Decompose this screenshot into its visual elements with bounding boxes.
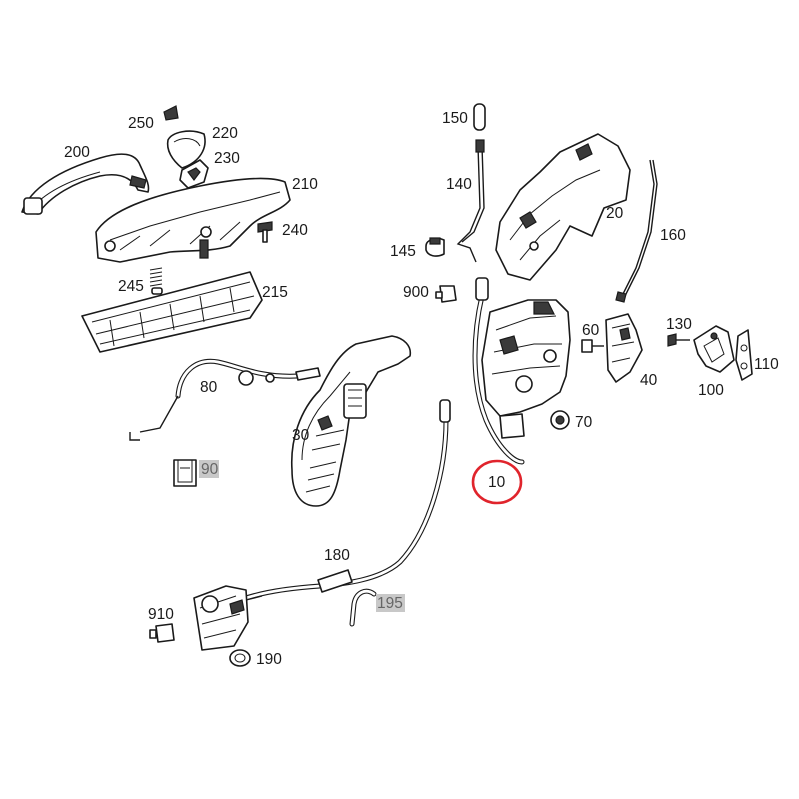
- label-10: 10: [488, 474, 506, 491]
- part-100-striker: [693, 325, 735, 373]
- part-90-clip: [173, 459, 197, 487]
- part-20-lock-cover: [495, 133, 631, 281]
- label-70: 70: [575, 414, 593, 431]
- label-195: 195: [377, 595, 403, 612]
- label-100: 100: [698, 382, 724, 399]
- part-245-spring: [149, 267, 163, 295]
- label-215: 215: [262, 284, 288, 301]
- part-910-connector: [149, 623, 175, 643]
- label-140: 140: [446, 176, 472, 193]
- label-195-background: [376, 594, 405, 612]
- label-150: 150: [442, 110, 468, 127]
- label-190: 190: [256, 651, 282, 668]
- part-70-cap: [550, 410, 570, 430]
- label-250: 250: [128, 115, 154, 132]
- part-110-shim: [735, 329, 753, 381]
- part-30-lock-carrier: [290, 335, 412, 507]
- label-90-background: [199, 460, 219, 478]
- part-80-cable: [129, 358, 321, 441]
- part-910-actuator: [193, 585, 263, 651]
- label-40: 40: [640, 372, 658, 389]
- label-20: 20: [606, 205, 624, 222]
- label-80: 80: [200, 379, 218, 396]
- label-110: 110: [754, 356, 779, 373]
- label-30: 30: [292, 427, 310, 444]
- part-160-rod: [615, 159, 658, 303]
- part-190-grommet: [229, 649, 251, 667]
- part-labels: 250 220 200 230 210 240 245 215 80 90 30…: [64, 110, 779, 668]
- label-240: 240: [282, 222, 308, 239]
- part-40-bracket: [605, 313, 643, 383]
- part-220-handle-cover: [166, 130, 206, 169]
- part-200-door-handle: [21, 153, 150, 215]
- part-140-lock-rod: [456, 139, 485, 263]
- part-240-screw: [257, 221, 273, 243]
- part-10-door-lock: [472, 277, 571, 465]
- label-130: 130: [666, 316, 692, 333]
- label-210: 210: [292, 176, 318, 193]
- part-195-clip: [349, 588, 377, 627]
- part-145-grommet: [425, 237, 445, 257]
- label-160: 160: [660, 227, 686, 244]
- part-900-connector: [435, 285, 457, 303]
- label-245: 245: [118, 278, 144, 295]
- label-220: 220: [212, 125, 238, 142]
- part-130-screw: [667, 333, 690, 347]
- label-910: 910: [148, 606, 174, 623]
- label-145: 145: [390, 243, 416, 260]
- part-250-screw-cap: [163, 105, 179, 121]
- part-180-cable: [237, 399, 451, 603]
- label-900: 900: [403, 284, 429, 301]
- label-230: 230: [214, 150, 240, 167]
- label-90: 90: [201, 461, 219, 478]
- label-200: 200: [64, 144, 90, 161]
- part-60-screw: [581, 339, 604, 353]
- part-210-handle-carrier: [95, 177, 291, 263]
- part-150-lock-knob: [473, 103, 486, 131]
- part-230-lock-insert: [179, 159, 209, 189]
- highlight-ring-10: [471, 459, 523, 505]
- label-180: 180: [324, 547, 350, 564]
- part-215-seal: [81, 271, 263, 353]
- label-60: 60: [582, 322, 600, 339]
